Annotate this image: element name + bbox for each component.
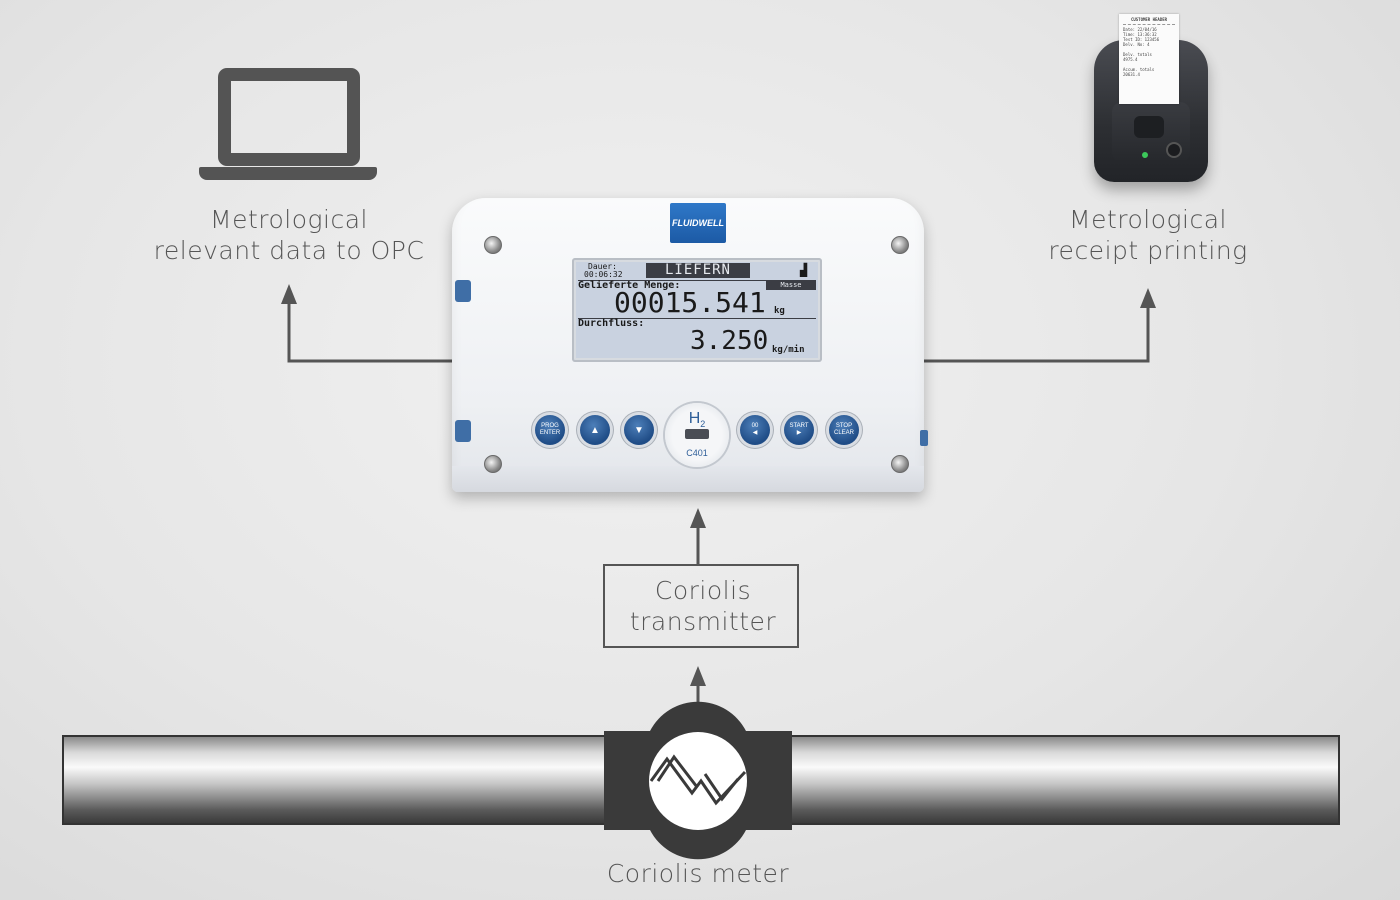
screw — [891, 236, 909, 254]
side-connector — [920, 430, 928, 446]
lcd-display: Dauer: 00:06:32 LIEFERN ▟ Gelieferte Men… — [576, 262, 818, 358]
lcd-duration-value: 00:06:32 — [584, 270, 623, 279]
down-button[interactable]: ▼ — [624, 415, 654, 445]
arrowhead-opc — [281, 284, 297, 304]
lcd-bottle-icon: ▟ — [800, 263, 808, 277]
coriolis-transmitter-box — [603, 564, 799, 648]
meter-label: Coriolis meter — [606, 859, 790, 888]
receipt-paper: CUSTOMER HEADER Date: 22/04/16 Time: 13:… — [1119, 14, 1179, 104]
screw — [891, 455, 909, 473]
lcd-flow-label: Durchfluss: — [578, 318, 645, 329]
hinge-bottom — [455, 420, 471, 442]
arrowhead-printing — [1140, 288, 1156, 308]
lcd-flow-unit: kg/min — [772, 345, 805, 355]
transmitter-label: Coriolis transmitter — [629, 576, 777, 636]
up-button[interactable]: ▲ — [580, 415, 610, 445]
h2-badge: H2 C401 — [665, 403, 729, 467]
printing-label: Metrological receipt printing — [1048, 205, 1248, 265]
lcd-duration-label: Dauer: — [588, 262, 617, 271]
arrow-to-opc — [287, 292, 456, 363]
lcd-delivered-value: 00015.541 — [614, 286, 766, 319]
arrowhead-transmitter — [690, 666, 706, 686]
lcd-flow-value: 3.250 — [690, 326, 769, 356]
lcd-delivered-label: Gelieferte Menge: — [578, 280, 681, 291]
hinge-top — [455, 280, 471, 302]
arrow-to-printing — [920, 296, 1150, 363]
arrowhead-device — [690, 508, 706, 528]
screw — [484, 455, 502, 473]
lcd-mode: LIEFERN — [646, 263, 750, 278]
screw — [484, 236, 502, 254]
start-right-button[interactable]: START▶ — [784, 415, 814, 445]
lcd-delivered-unit: kg — [774, 306, 785, 316]
lcd-delivered-tag: Masse — [766, 281, 816, 290]
zero-left-button[interactable]: 00◀ — [740, 415, 770, 445]
fluidwell-logo: FLUIDWELL — [670, 203, 726, 243]
opc-label: Metrological relevant data to OPC — [153, 205, 425, 265]
